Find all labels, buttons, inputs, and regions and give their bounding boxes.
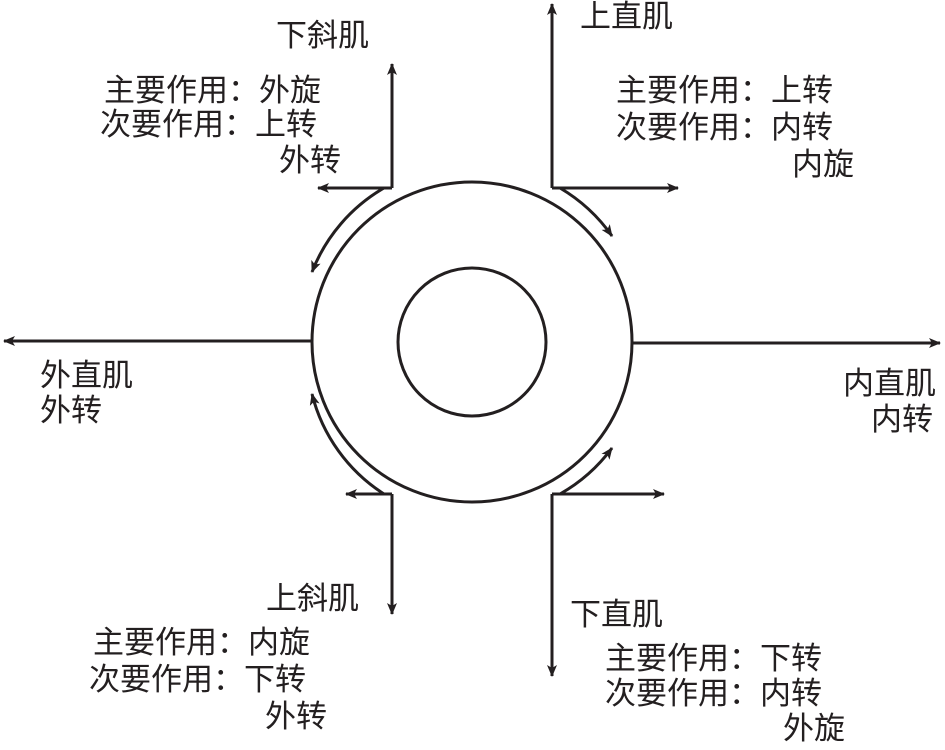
medial-rectus-action: 内转 — [871, 402, 933, 438]
superior-oblique-name: 上斜肌 — [266, 581, 359, 617]
medial-rectus-name: 内直肌 — [843, 366, 936, 402]
inferior-oblique-name: 下斜肌 — [276, 18, 369, 54]
superior-oblique-arc-arrow — [309, 393, 385, 496]
inferior-rectus-arc-arrow — [559, 447, 614, 496]
superior-rectus-arc-arrow — [559, 186, 614, 237]
inferior-rectus-name: 下直肌 — [570, 597, 663, 633]
inferior-rectus-secondary-action: 次要作用：内转 — [605, 676, 822, 712]
superior-rectus-name: 上直肌 — [580, 0, 673, 35]
cornea-inner-circle — [396, 266, 548, 418]
superior-rectus-primary-action: 主要作用：上转 — [616, 73, 833, 109]
lateral-rectus-name: 外直肌 — [40, 358, 133, 394]
superior-rectus-secondary-action: 次要作用：内转 — [616, 110, 833, 146]
eyeball-outer-circle — [310, 180, 634, 504]
superior-oblique-primary-action: 主要作用：内旋 — [93, 625, 310, 661]
lateral-rectus-action: 外转 — [40, 393, 102, 429]
inferior-oblique-primary-action: 主要作用：外旋 — [104, 73, 321, 109]
superior-oblique-secondary-action: 次要作用：下转 — [89, 662, 306, 698]
inferior-oblique-secondary-action: 次要作用：上转 — [100, 107, 317, 143]
inferior-oblique-secondary-action-2: 外转 — [279, 143, 341, 179]
superior-oblique-secondary-action-2: 外转 — [265, 699, 327, 735]
inferior-oblique-arc-arrow — [310, 186, 385, 273]
inferior-rectus-primary-action: 主要作用：下转 — [605, 641, 822, 677]
inferior-rectus-secondary-action-2: 外旋 — [783, 711, 845, 747]
superior-rectus-secondary-action-2: 内旋 — [792, 147, 854, 183]
